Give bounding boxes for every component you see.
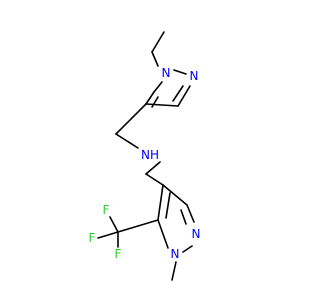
bonds <box>97 31 195 281</box>
atom-f-top: F <box>103 203 110 217</box>
bond-bottom-c4-c3 <box>162 184 188 206</box>
bond-top-c4-c3 <box>145 103 179 107</box>
bond-bottom-c3-n2 <box>186 204 195 223</box>
bond-top-n1-n2 <box>173 69 187 75</box>
bond-bottom-n1-c5 <box>157 219 169 249</box>
bond-ethyl-ch2-n1 <box>151 51 159 67</box>
atom-amine-nh: NH <box>141 148 159 162</box>
bond-top-c5-c4 <box>145 91 155 105</box>
bond-top-c3-n2 <box>177 85 191 107</box>
atom-n1-top: N <box>162 66 171 80</box>
bond-c-f-top <box>109 216 119 233</box>
atom-n2-top: N <box>190 69 199 83</box>
bond-bottom-n2-n1 <box>182 245 193 253</box>
bond-n-methyl <box>171 261 177 281</box>
bond-c5-cf3 <box>117 219 159 233</box>
atom-labels: N N NH N N F F F <box>89 66 201 261</box>
bond-ch2-bottom-c4 <box>145 173 164 186</box>
bond-top-c5-c4-inner <box>151 96 159 108</box>
bond-bottom-c3-n2-inner <box>180 209 187 225</box>
molecule-structure: N N NH N N F F F <box>89 31 201 281</box>
atom-n2-bottom: N <box>192 227 201 241</box>
bond-bottom-c4-c5-inner <box>165 192 171 219</box>
bond-ethyl-ch3-ch2 <box>151 31 165 53</box>
bond-nh-ch2 <box>145 161 161 175</box>
bond-c-f-left <box>97 231 119 239</box>
bond-bottom-c4-c5 <box>157 184 164 221</box>
atom-n1-bottom: N <box>171 247 180 261</box>
atom-f-bottom: F <box>115 247 122 261</box>
atom-f-left: F <box>89 231 96 245</box>
bond-ch2-nh <box>115 133 139 149</box>
bond-top-c3-n2-inner <box>172 85 184 102</box>
bond-top-c4-ch2 <box>115 103 147 135</box>
bond-top-n1-c5 <box>153 81 163 93</box>
